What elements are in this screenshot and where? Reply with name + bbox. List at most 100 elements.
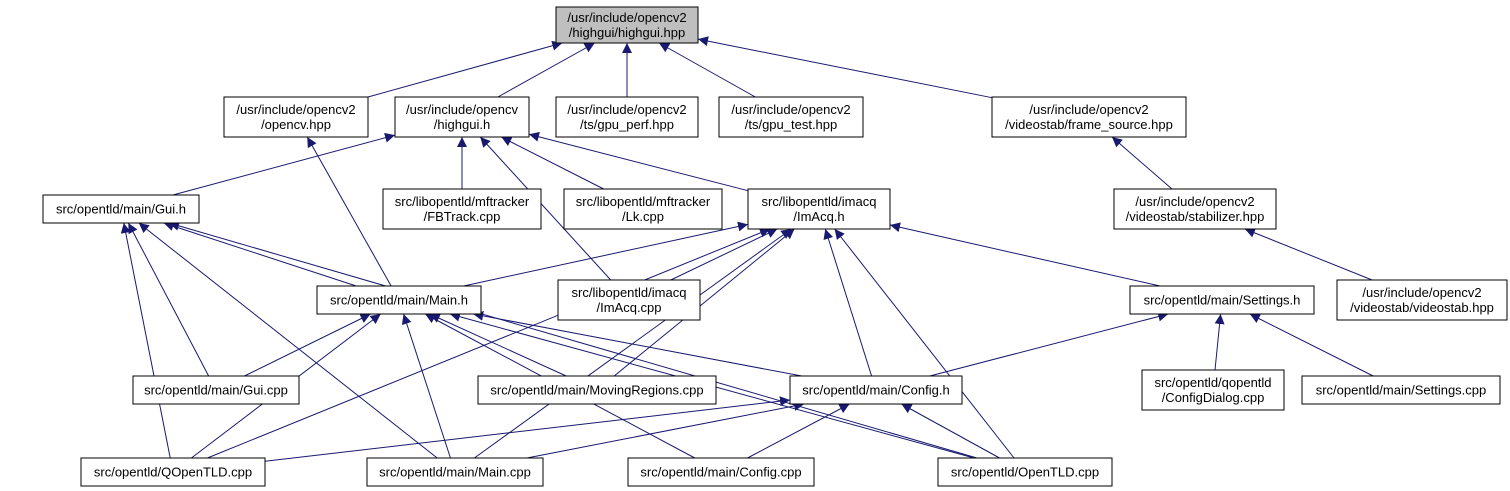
node-label: src/opentld/qopentld [1154, 375, 1271, 390]
node-label: /opencv.hpp [261, 117, 331, 132]
node-label: src/opentld/main/Settings.cpp [1316, 383, 1487, 398]
edge-main_h-to-opencv_hpp [306, 136, 392, 287]
node-root[interactable]: /usr/include/opencv2/highgui/highgui.hpp [555, 6, 699, 44]
node-label: /highgui/highgui.hpp [569, 25, 685, 40]
edge-opentld_cpp-to-imacq_h [834, 228, 1015, 459]
node-frame-source[interactable]: /usr/include/opencv2/videostab/frame_sou… [991, 96, 1187, 138]
node-box [394, 96, 530, 138]
node-label: src/libopentld/mftracker [576, 194, 711, 209]
edge-stabilizer-to-frame_source [1111, 136, 1173, 190]
node-label: /videostab/stabilizer.hpp [1126, 209, 1265, 224]
node-gpu-perf[interactable]: /usr/include/opencv2/ts/gpu_perf.hpp [555, 96, 699, 138]
node-box [937, 457, 1113, 487]
node-label: src/opentld/main/Config.h [802, 383, 949, 398]
edge-gpu_test-to-root [658, 42, 756, 98]
node-label: /ImAcq.h [793, 209, 844, 224]
node-box [132, 375, 300, 405]
node-box [223, 96, 369, 138]
node-label: src/opentld/OpenTLD.cpp [951, 465, 1099, 480]
node-fbtrack[interactable]: src/libopentld/mftracker/FBTrack.cpp [382, 188, 542, 230]
node-label: /usr/include/opencv2 [567, 10, 686, 25]
edges-layer [120, 36, 1374, 462]
node-label: src/opentld/main/Gui.cpp [144, 383, 288, 398]
node-label: /usr/include/opencv2 [1029, 102, 1148, 117]
node-box [718, 96, 864, 138]
edge-qopentld-to-config_h [264, 396, 791, 462]
node-imacq-h[interactable]: src/libopentld/imacq/ImAcq.h [747, 188, 891, 230]
node-label: src/opentld/main/Main.cpp [379, 465, 531, 480]
node-label: /Lk.cpp [622, 209, 664, 224]
node-qopentld[interactable]: src/opentld/QOpenTLD.cpp [80, 457, 266, 487]
node-label: /usr/include/opencv2 [731, 102, 850, 117]
node-label: /highgui.h [434, 117, 490, 132]
node-gpu-test[interactable]: /usr/include/opencv2/ts/gpu_test.hpp [718, 96, 864, 138]
node-opentld-cpp[interactable]: src/opentld/OpenTLD.cpp [937, 457, 1113, 487]
edge-config_h-to-settings_h [929, 311, 1169, 377]
node-settings-cpp[interactable]: src/opentld/main/Settings.cpp [1301, 375, 1501, 405]
edge-main_cpp-to-main_h [401, 313, 451, 459]
node-box [555, 96, 699, 138]
node-label: /ImAcq.cpp [596, 300, 661, 315]
node-label: src/opentld/main/Settings.h [1144, 293, 1301, 308]
node-config-h[interactable]: src/opentld/main/Config.h [789, 375, 963, 405]
edge-moving_regions-to-main_h [429, 313, 567, 377]
edge-config_dialog-to-settings_h [1214, 313, 1225, 371]
node-main-cpp[interactable]: src/opentld/main/Main.cpp [366, 457, 544, 487]
node-config-dialog[interactable]: src/opentld/qopentld/ConfigDialog.cpp [1141, 369, 1285, 411]
node-opencv-hpp[interactable]: /usr/include/opencv2/opencv.hpp [223, 96, 369, 138]
node-label: /usr/include/opencv2 [567, 102, 686, 117]
edge-qopentld-to-imacq_h [207, 228, 771, 459]
node-label: /ts/gpu_perf.hpp [580, 117, 674, 132]
node-videostab[interactable]: /usr/include/opencv2/videostab/videostab… [1336, 279, 1508, 321]
edge-gui_cpp-to-main_h [244, 313, 371, 377]
edge-moving_regions-to-imacq_h [613, 228, 795, 377]
node-gui-cpp[interactable]: src/opentld/main/Gui.cpp [132, 375, 300, 405]
edge-main_cpp-to-gui_h [138, 222, 438, 459]
node-label: src/libopentld/mftracker [395, 194, 530, 209]
node-box [42, 194, 200, 224]
node-label: /videostab/videostab.hpp [1350, 300, 1494, 315]
edge-videostab-to-stabilizer [1244, 228, 1373, 281]
edge-settings_h-to-imacq_h [889, 222, 1161, 287]
edge-imacq_h-to-highgui_h [528, 131, 749, 192]
node-box [316, 285, 482, 315]
edge-highgui_h-to-root [497, 42, 595, 98]
edge-main_h-to-imacq_h [463, 221, 749, 287]
node-settings-h[interactable]: src/opentld/main/Settings.h [1129, 285, 1315, 315]
node-moving-regions[interactable]: src/opentld/main/MovingRegions.cpp [477, 375, 717, 405]
edge-frame_source-to-root [697, 36, 993, 99]
node-label: /videostab/frame_source.hpp [1005, 117, 1173, 132]
node-box [1301, 375, 1501, 405]
node-box [557, 279, 701, 321]
edge-lk-to-highgui_h [501, 136, 604, 190]
nodes-layer: /usr/include/opencv2/highgui/highgui.hpp… [42, 6, 1508, 487]
edge-settings_cpp-to-settings_h [1249, 313, 1374, 377]
node-label: src/libopentld/imacq [572, 285, 687, 300]
node-lk[interactable]: src/libopentld/mftracker/Lk.cpp [563, 188, 723, 230]
edge-config_h-to-imacq_h [823, 228, 873, 377]
node-box [991, 96, 1187, 138]
node-label: /FBTrack.cpp [424, 209, 501, 224]
edge-gui_cpp-to-gui_h [127, 222, 210, 377]
node-label: src/opentld/main/Gui.h [56, 202, 186, 217]
edge-opentld_cpp-to-gui_h [168, 220, 978, 459]
edge-qopentld-to-gui_h [120, 222, 171, 459]
node-box [747, 188, 891, 230]
node-main-h[interactable]: src/opentld/main/Main.h [316, 285, 482, 315]
node-box [80, 457, 266, 487]
node-imacq-cpp[interactable]: src/libopentld/imacq/ImAcq.cpp [557, 279, 701, 321]
node-highgui-h[interactable]: /usr/include/opencv/highgui.h [394, 96, 530, 138]
node-label: src/libopentld/imacq [762, 194, 877, 209]
node-label: src/opentld/main/Main.h [330, 293, 468, 308]
node-config-cpp[interactable]: src/opentld/main/Config.cpp [627, 457, 815, 487]
node-box [1336, 279, 1508, 321]
node-label: /ts/gpu_test.hpp [745, 117, 838, 132]
edge-config_cpp-to-config_h [747, 403, 850, 459]
node-box [627, 457, 815, 487]
node-box [1129, 285, 1315, 315]
node-gui-h[interactable]: src/opentld/main/Gui.h [42, 194, 200, 224]
node-stabilizer[interactable]: /usr/include/opencv2/videostab/stabilize… [1113, 188, 1277, 230]
edge-imacq_cpp-to-imacq_h [670, 228, 778, 281]
node-label: src/opentld/QOpenTLD.cpp [94, 465, 252, 480]
